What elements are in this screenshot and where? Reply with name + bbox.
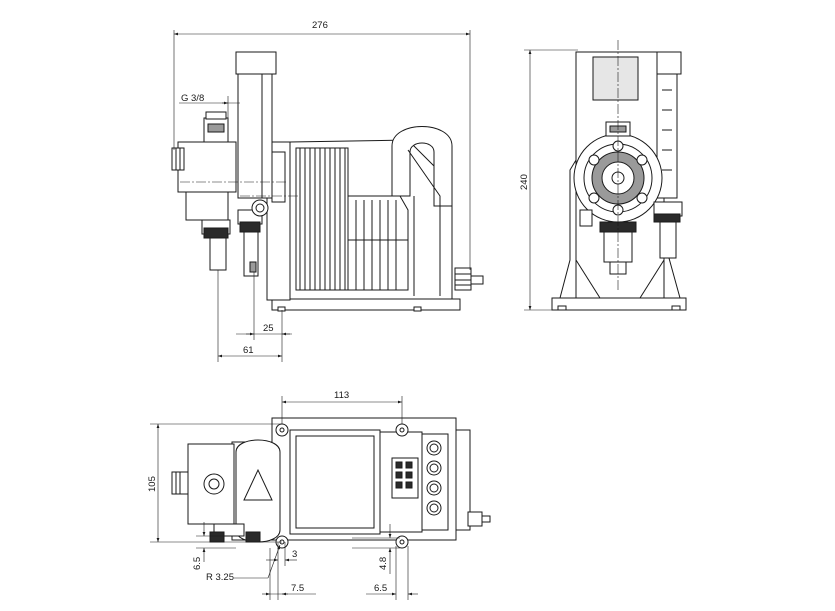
dim-radius: R 3.25 [206, 572, 234, 583]
dim-6-5-left: 6.5 [192, 557, 203, 570]
dim-height: 240 [519, 174, 530, 190]
dim-top-width: 113 [334, 390, 349, 401]
dim-top-depth: 105 [147, 476, 158, 492]
dim-overall-width: 276 [312, 20, 328, 31]
dim-7-5: 7.5 [291, 583, 304, 594]
dim-offset-61: 61 [243, 345, 254, 356]
dim-offset-25: 25 [263, 323, 274, 334]
dim-3: 3 [292, 549, 297, 560]
top-view: 113 105 6.5 R 3.25 3 7.5 4.8 [147, 390, 491, 600]
dim-6-5-bottom: 6.5 [374, 583, 387, 594]
side-fins [299, 148, 346, 290]
side-view: G 3/8 276 25 61 [171, 20, 484, 362]
dim-thread-label: G 3/8 [181, 93, 204, 104]
front-view: 240 [519, 40, 687, 311]
dim-4-8: 4.8 [378, 557, 389, 570]
